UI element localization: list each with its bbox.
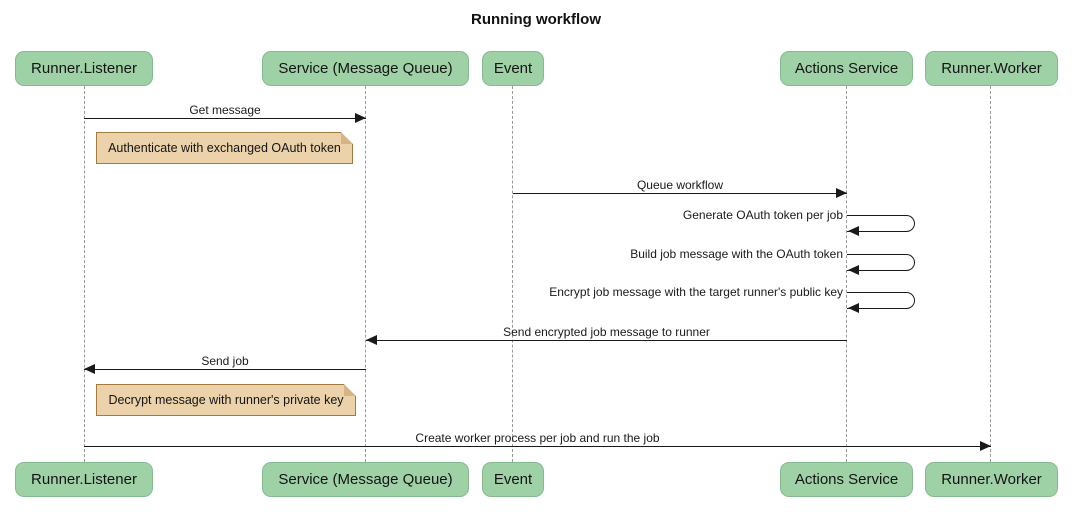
lifeline-service-message-queue	[365, 86, 366, 462]
actor-label: Actions Service	[794, 60, 899, 77]
actor-bottom-runner-listener: Runner.Listener	[15, 462, 153, 497]
lifeline-runner-listener	[84, 86, 85, 462]
arrowhead-left-icon	[848, 303, 859, 313]
message-label: Generate OAuth token per job	[682, 208, 843, 222]
actor-top-event: Event	[482, 51, 544, 86]
actor-bottom-runner-worker: Runner.Worker	[925, 462, 1058, 497]
actor-label: Actions Service	[794, 471, 899, 488]
note-label: Decrypt message with runner's private ke…	[108, 393, 344, 407]
actor-top-runner-worker: Runner.Worker	[925, 51, 1058, 86]
actor-top-runner-listener: Runner.Listener	[15, 51, 153, 86]
diagram-title: Running workflow	[471, 11, 601, 28]
self-message-build-job-message: Build job message with the OAuth token	[630, 247, 915, 275]
message-line	[84, 369, 366, 370]
arrowhead-left-icon	[84, 364, 95, 374]
lifeline-event	[512, 86, 513, 462]
actor-top-actions-service: Actions Service	[780, 51, 913, 86]
arrowhead-right-icon	[980, 441, 991, 451]
actor-bottom-actions-service: Actions Service	[780, 462, 913, 497]
arrowhead-left-icon	[366, 335, 377, 345]
lifeline-actions-service	[846, 86, 847, 462]
actor-bottom-service-message-queue: Service (Message Queue)	[262, 462, 469, 497]
self-message-generate-oauth-token: Generate OAuth token per job	[683, 208, 915, 236]
message-label: Send encrypted job message to runner	[503, 325, 710, 339]
arrowhead-left-icon	[848, 265, 859, 275]
arrowhead-right-icon	[836, 188, 847, 198]
note-decrypt-message: Decrypt message with runner's private ke…	[96, 384, 356, 416]
message-label: Send job	[201, 354, 249, 368]
self-loop-line	[847, 292, 915, 309]
message-line	[513, 193, 847, 194]
actor-bottom-event: Event	[482, 462, 544, 497]
actor-label: Runner.Listener	[31, 471, 137, 488]
actor-label: Runner.Worker	[941, 471, 1042, 488]
actor-label: Event	[493, 60, 533, 77]
message-line	[84, 118, 366, 119]
message-label: Queue workflow	[636, 178, 724, 192]
message-line	[366, 340, 847, 341]
arrowhead-right-icon	[355, 113, 366, 123]
arrowhead-left-icon	[848, 226, 859, 236]
self-message-encrypt-job-message: Encrypt job message with the target runn…	[549, 285, 915, 313]
note-authenticate-oauth: Authenticate with exchanged OAuth token	[96, 132, 353, 164]
actor-label: Event	[493, 471, 533, 488]
message-label: Build job message with the OAuth token	[630, 247, 843, 261]
message-line	[84, 446, 991, 447]
lifeline-runner-worker	[990, 86, 991, 462]
self-loop-line	[847, 215, 915, 232]
actor-label: Service (Message Queue)	[278, 471, 453, 488]
message-label: Create worker process per job and run th…	[415, 431, 660, 445]
note-label: Authenticate with exchanged OAuth token	[108, 141, 341, 155]
message-label: Get message	[189, 103, 261, 117]
self-loop-line	[847, 254, 915, 271]
actor-label: Runner.Worker	[941, 60, 1042, 77]
actor-label: Runner.Listener	[31, 60, 137, 77]
actor-label: Service (Message Queue)	[278, 60, 453, 77]
actor-top-service-message-queue: Service (Message Queue)	[262, 51, 469, 86]
message-label: Encrypt job message with the target runn…	[549, 285, 843, 299]
